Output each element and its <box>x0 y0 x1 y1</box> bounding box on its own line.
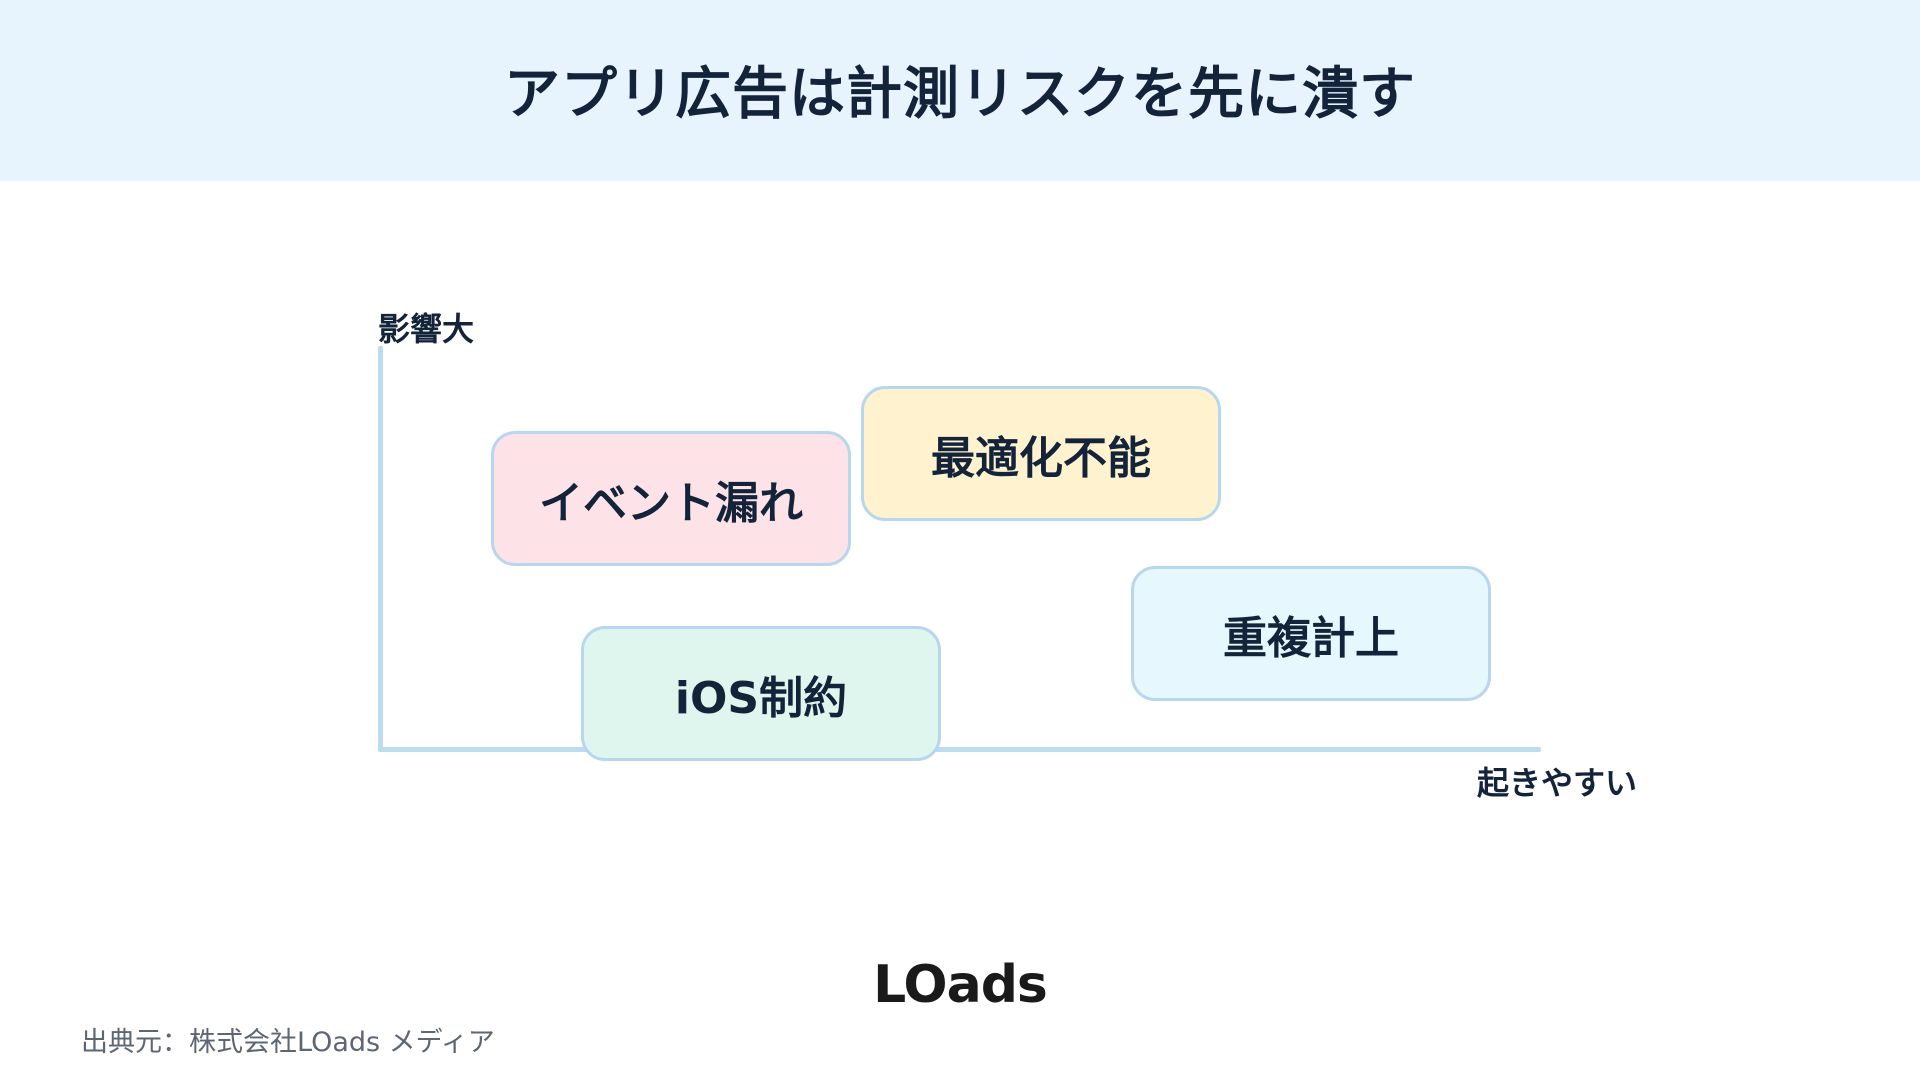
x-axis-line <box>378 747 1541 752</box>
y-axis-label: 影響大 <box>378 310 475 348</box>
risk-box-event-missing: イベント漏れ <box>491 431 851 566</box>
x-axis-label: 起きやすい <box>1477 764 1638 802</box>
y-axis-line <box>378 346 383 752</box>
risk-box-optimization-impossible: 最適化不能 <box>861 386 1221 521</box>
risk-box-duplicate-count: 重複計上 <box>1131 566 1491 701</box>
source-note: 出典元：株式会社LOads メディア <box>81 1027 495 1058</box>
page-title: アプリ広告は計測リスクを先に潰す <box>504 62 1416 127</box>
header-banner: アプリ広告は計測リスクを先に潰す <box>0 0 1920 181</box>
loads-logo: LOads <box>873 955 1048 1015</box>
risk-box-ios-restriction: iOS制約 <box>581 626 941 761</box>
